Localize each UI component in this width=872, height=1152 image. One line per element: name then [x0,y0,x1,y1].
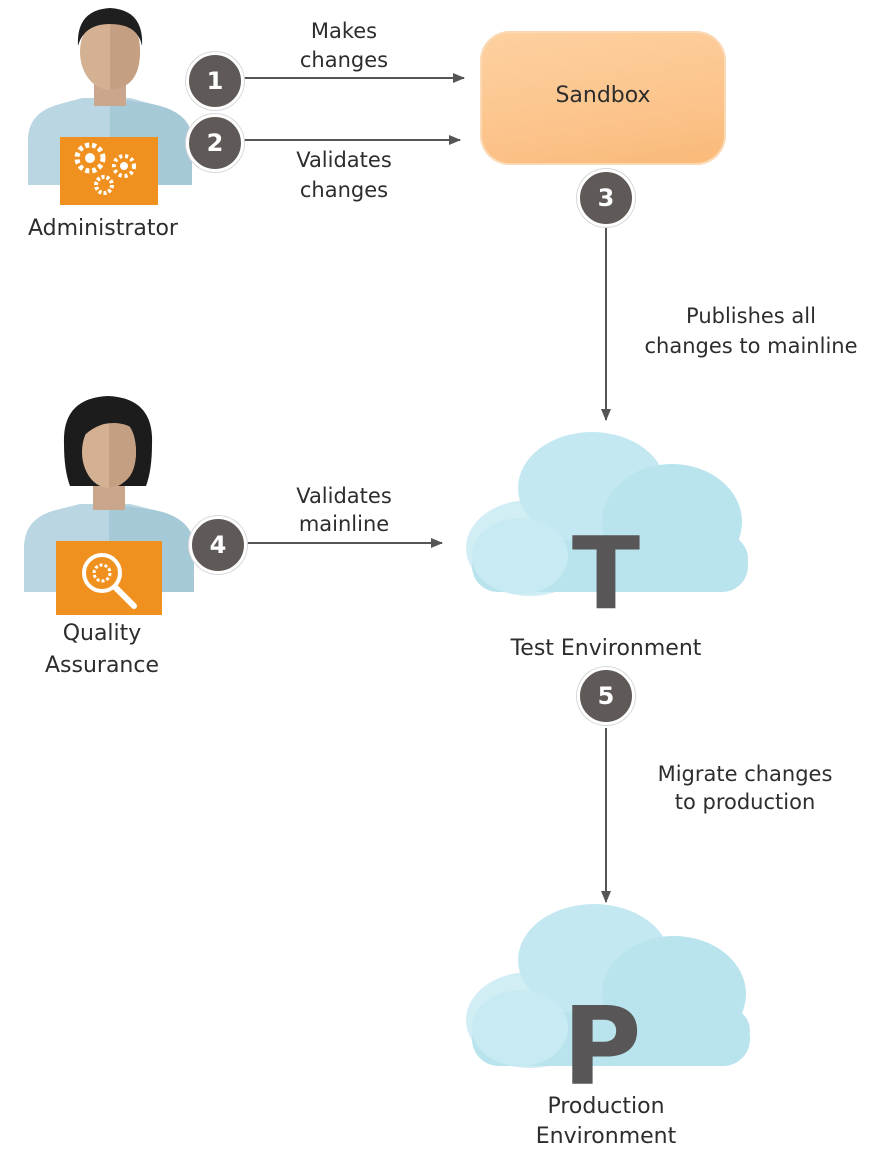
gears-icon [60,137,158,205]
production-environment-label-line1: Production [547,1094,665,1119]
step-3-badge: 3 [577,169,635,227]
quality-assurance-label-line1: Quality [62,621,142,646]
sandbox-box: Sandbox [480,31,726,165]
test-environment-label: Test Environment [510,636,702,661]
step-1-badge: 1 [186,52,244,110]
sandbox-label: Sandbox [555,83,651,108]
production-environment-letter: P [562,985,642,1110]
step-3-caption-line2: changes to mainline [644,334,858,358]
step-1-caption-line1: Makes [310,19,378,43]
step-2-badge: 2 [186,114,244,172]
step-2-caption-line2: changes [299,178,389,202]
step-5-badge: 5 [577,667,635,725]
step-1-caption-line2: changes [299,48,389,72]
administrator-label: Administrator [28,216,178,241]
step-4-badge: 4 [189,516,247,574]
step-2-caption-line1: Validates [296,148,392,172]
magnifier-icon [56,541,162,615]
test-environment-letter: T [571,515,641,632]
step-5-caption-line1: Migrate changes [657,762,833,786]
test-environment-cloud [466,432,748,596]
step-4-caption-line1: Validates [296,484,392,508]
step-5-caption-line2: to production [674,790,816,814]
step-3-caption-line1: Publishes all [686,304,816,328]
quality-assurance-label-line2: Assurance [44,653,160,678]
step-4-caption-line2: mainline [298,512,390,536]
production-environment-cloud [466,904,750,1068]
production-environment-label-line2: Environment [535,1124,677,1149]
